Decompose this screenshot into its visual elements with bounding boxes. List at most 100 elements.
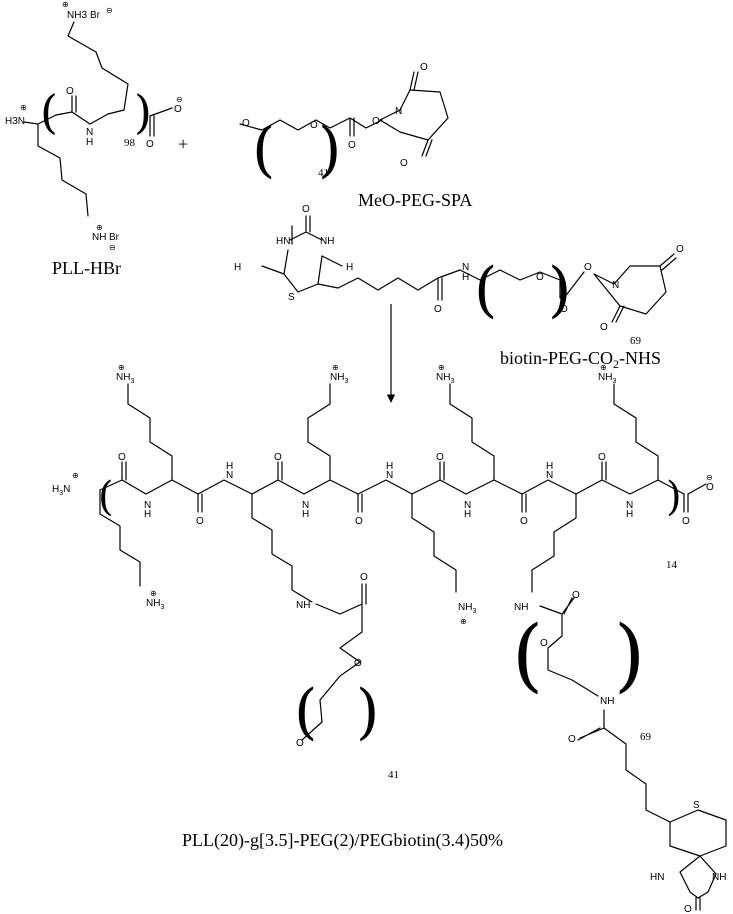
- bb-o7-label: O: [598, 452, 606, 463]
- biotin-peg-repeat-label: 69: [630, 335, 642, 347]
- bb-o1-label: O: [118, 452, 126, 463]
- bb-o3-label: O: [274, 452, 282, 463]
- charge-minus-bottom-icon: ⊖: [109, 243, 116, 252]
- biotin-s-label: S: [288, 292, 295, 303]
- biotin-bicycle: [669, 809, 727, 893]
- biotin-graft-o1-label: O: [572, 590, 580, 601]
- lys-up-1-nh3-label: NH3: [116, 372, 134, 385]
- bb-h2-label: H: [226, 461, 233, 472]
- peg-left-paren-icon: (: [252, 115, 275, 185]
- ester-link-o-label: O: [372, 116, 380, 127]
- terminal-minus-icon: ⊖: [706, 473, 713, 482]
- nterm-sidechain: [99, 489, 141, 587]
- peg-graft-repeat-label: 41: [388, 769, 399, 781]
- carbonyl-o-label: O: [66, 86, 74, 97]
- backbone-chain: [99, 479, 685, 495]
- lys-up-3: [449, 383, 495, 481]
- peg-nhs-chain: [437, 269, 585, 299]
- terminal-carboxylate: [687, 483, 707, 495]
- biotin-h-right-label: H: [346, 262, 353, 273]
- carbonyl-o2-label: O: [146, 139, 154, 150]
- lysine-sidechain-bottom: [23, 114, 89, 217]
- bb-n7-label: N: [626, 500, 633, 511]
- biotin-peg-nhs-structure: O HN NH H H S O N H O ( ) O O N O O 69 b…: [234, 204, 684, 371]
- bb-h1-label: H: [144, 509, 151, 520]
- lys-down-nh3: [411, 493, 457, 593]
- bromide-bottom-label: Br: [109, 232, 120, 243]
- lysine-sidechain-top: [67, 21, 129, 111]
- nterm-nh3-label: NH3: [146, 598, 164, 611]
- biotin-graft-right-paren-icon: ): [614, 608, 645, 701]
- lys-up-3-plus-icon: ⊕: [438, 363, 445, 372]
- peg-repeat-label: 41: [318, 167, 329, 179]
- lys-up-2: [307, 383, 331, 481]
- peg-graft-o3-label: O: [296, 738, 304, 749]
- bb-left-paren-icon: (: [98, 474, 114, 520]
- bb-o2-label: O: [196, 516, 204, 527]
- bb-n1-label: N: [144, 500, 151, 511]
- right-paren-icon: ): [134, 85, 152, 139]
- succinimide-o2-label: O: [400, 158, 408, 169]
- nh-bottom-label: NH: [92, 232, 106, 243]
- nhs-link-o-label: O: [584, 262, 592, 273]
- valerate-chain: [337, 277, 443, 301]
- backbone-amide: [55, 95, 125, 125]
- biotin-h-left-label: H: [234, 262, 241, 273]
- charge-plus-icon: ⊕: [62, 0, 69, 9]
- lys-up-4-plus-icon: ⊕: [600, 363, 607, 372]
- succinimide-ring: [379, 89, 449, 141]
- nterm-sc-plus-icon: ⊕: [150, 589, 157, 598]
- bb-h7-label: H: [626, 509, 633, 520]
- lys-down-plus-icon: ⊕: [460, 617, 467, 626]
- biotin-graft-repeat-label: 69: [640, 731, 652, 743]
- peg-graft-lysine: [251, 493, 313, 603]
- bb-o4-label: O: [355, 516, 363, 527]
- peg-ether-o-label: O: [536, 272, 544, 283]
- carboxylate: [149, 107, 173, 137]
- bb-n2-label: N: [226, 470, 233, 481]
- biotin-urea: [289, 215, 323, 245]
- left-paren-icon: (: [40, 85, 58, 139]
- biotin-graft-nh3-label: NH: [712, 872, 726, 883]
- biotin-peg-nhs-label: biotin-PEG-CO2-NHS: [500, 348, 661, 371]
- bb-n5-label: N: [464, 500, 471, 511]
- h3n-label: H3N: [5, 116, 25, 127]
- meo-peg-spa-label: MeO-PEG-SPA: [358, 190, 472, 210]
- backbone-carbonyls: [121, 461, 689, 513]
- nhs-n-label: N: [612, 280, 619, 291]
- biotin-graft-o2-label: O: [540, 638, 548, 649]
- bb-h4-label: H: [386, 461, 393, 472]
- ester-carbonyl: [349, 117, 355, 137]
- carboxylate-minus-icon: ⊖: [176, 95, 183, 104]
- peg-graft-right-paren-icon: ): [356, 677, 379, 747]
- terminal-o-label: O: [706, 482, 714, 493]
- peg-graft-nh-label: NH: [296, 600, 310, 611]
- nhs-o1-label: O: [676, 244, 684, 255]
- lys-up-1-plus-icon: ⊕: [118, 363, 125, 372]
- biotin-urea-carbonyl: [689, 891, 709, 911]
- biotin-graft-left-paren-icon: (: [512, 608, 543, 701]
- lys-down-nh3-label: NH3: [458, 602, 476, 615]
- bb-o5-label: O: [436, 452, 444, 463]
- bb-h6-label: H: [546, 461, 553, 472]
- biotin-hn-label: HN: [276, 236, 290, 247]
- biotin-graft-nh2-label: NH: [600, 696, 614, 707]
- biotin-graft-lysine: [531, 493, 577, 593]
- ester-o-label: O: [348, 140, 356, 151]
- biotin-graft-o3-label: O: [568, 734, 576, 745]
- bb-n4-label: N: [386, 470, 393, 481]
- amide-h-label: H: [462, 272, 469, 283]
- biotin-graft-nh-label: NH: [514, 602, 528, 613]
- nterm-plus-icon: ⊕: [72, 471, 79, 480]
- peg-graft-chain: [301, 583, 367, 741]
- biotin-graft-valerate: [577, 709, 671, 823]
- nhs-ring: [593, 265, 667, 315]
- bb-h3-label: H: [302, 509, 309, 520]
- lys-up-2-plus-icon: ⊕: [332, 363, 339, 372]
- pll-hbr-label: PLL-HBr: [52, 258, 121, 278]
- amide-n-label: N: [86, 127, 93, 138]
- product-label: PLL(20)-g[3.5]-PEG(2)/PEGbiotin(3.4)50%: [182, 830, 503, 851]
- biotin-graft-hn-label: HN: [650, 872, 664, 883]
- nhs-ester-o-label: O: [560, 304, 568, 315]
- charge-plus-bottom-icon: ⊕: [96, 223, 103, 232]
